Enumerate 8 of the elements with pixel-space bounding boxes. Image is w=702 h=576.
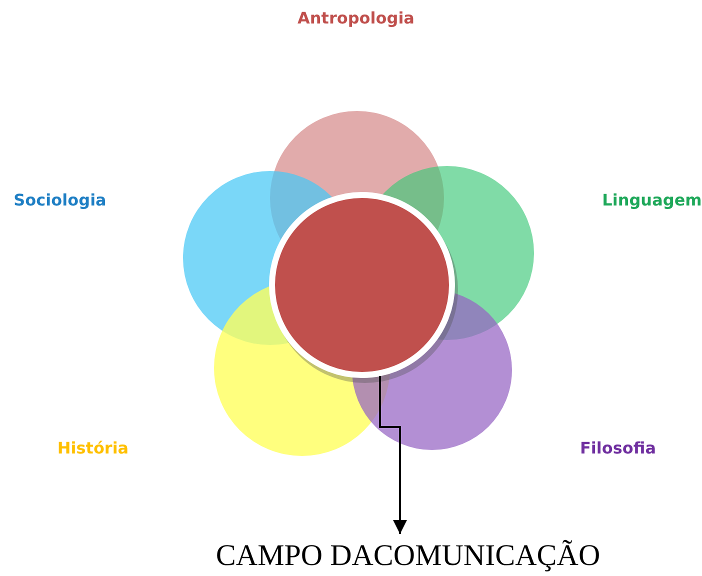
discipline-label: Filosofia	[580, 438, 656, 458]
discipline-label: Linguagem	[602, 190, 702, 210]
arrow	[379, 376, 407, 534]
discipline-label: Antropologia	[298, 8, 414, 28]
field-title: CAMPO DACOMUNICAÇÃO	[216, 539, 600, 573]
discipline-label: Sociologia	[14, 190, 106, 210]
discipline-label: História	[57, 438, 129, 458]
center-circle	[269, 192, 455, 378]
